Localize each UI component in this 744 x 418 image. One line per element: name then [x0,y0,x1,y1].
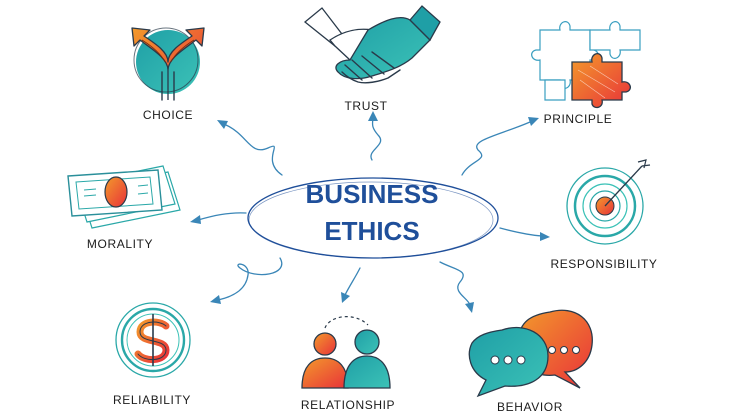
relationship-node: RELATIONSHIP [301,316,395,412]
target-icon [566,159,651,245]
arrow-to-principle [461,117,539,176]
arrow-to-morality [190,212,247,224]
principle-node: PRINCIPLE [531,21,641,126]
label-responsibility: RESPONSIBILITY [550,257,657,271]
people-icon [301,316,391,389]
label-principle: PRINCIPLE [544,112,613,126]
morality-node: MORALITY [67,165,181,251]
connector-arrows [190,111,550,313]
split-arrows-icon [131,27,205,101]
reliability-node: RELIABILITY [113,302,191,407]
puzzle-icon [531,21,641,109]
arrow-to-behavior [439,261,474,313]
banknotes-icon [67,165,181,229]
label-reliability: RELIABILITY [113,393,191,407]
trust-node: TRUST [303,5,441,113]
responsibility-node: RESPONSIBILITY [550,159,657,271]
arrow-to-responsibility [499,227,550,241]
arrow-to-relationship [341,267,361,303]
label-trust: TRUST [345,99,388,113]
central-topic: BUSINESS ETHICS [247,177,499,259]
label-choice: CHOICE [143,108,193,122]
label-morality: MORALITY [87,237,153,251]
arrow-to-choice [217,120,283,176]
label-relationship: RELATIONSHIP [301,398,395,412]
speech-bubbles-icon [468,309,593,398]
arrow-to-reliability [210,257,283,304]
title-line-1: BUSINESS [306,179,439,209]
behavior-node: BEHAVIOR [468,309,593,414]
choice-node: CHOICE [131,27,205,122]
label-behavior: BEHAVIOR [497,400,563,414]
handshake-icon [303,5,441,84]
arrow-to-trust [368,111,382,161]
central-ellipse-sketch [248,181,494,259]
title-line-2: ETHICS [324,216,419,246]
dollar-coin-icon [115,302,191,378]
